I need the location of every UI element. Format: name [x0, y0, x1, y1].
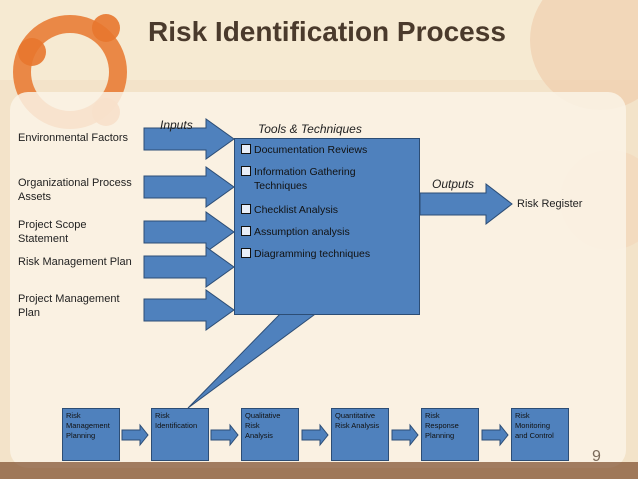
chain-arrow: [481, 423, 509, 447]
inputs-header: Inputs: [160, 118, 193, 132]
process-step: Quantitative Risk Analysis: [331, 408, 389, 461]
tool-item: Assumption analysis: [241, 225, 350, 239]
checkbox-bullet-icon: [241, 226, 251, 236]
page-number: 9: [592, 448, 601, 465]
chain-arrow: [121, 423, 149, 447]
output-label: Risk Register: [517, 198, 583, 210]
checkbox-bullet-icon: [241, 144, 251, 154]
input-label: Environmental Factors: [18, 132, 129, 144]
chain-arrow: [301, 423, 329, 447]
tools-box: Documentation Reviews Information Gather…: [234, 138, 420, 315]
process-step: Risk Response Planning: [421, 408, 479, 461]
input-arrow: [143, 289, 235, 331]
checkbox-bullet-icon: [241, 204, 251, 214]
input-arrow: [143, 118, 235, 160]
checkbox-bullet-icon: [241, 248, 251, 258]
checkbox-bullet-icon: [241, 166, 251, 176]
output-arrow: [419, 182, 513, 226]
chain-arrow: [210, 423, 239, 447]
slide-title: Risk Identification Process: [148, 16, 506, 47]
process-step: Risk Management Planning: [62, 408, 120, 461]
process-step: Risk Monitoring and Control: [511, 408, 569, 461]
tools-header: Tools & Techniques: [258, 122, 362, 136]
tool-item: Information Gathering Techniques: [241, 165, 356, 193]
input-label: Risk Management Plan: [18, 256, 132, 268]
tool-item: Documentation Reviews: [241, 143, 367, 157]
input-arrow: [143, 166, 235, 208]
input-arrow: [143, 246, 235, 288]
chain-arrow: [391, 423, 419, 447]
process-step: Risk Identification: [151, 408, 209, 461]
outputs-header: Outputs: [432, 177, 475, 191]
input-label: Project Scope Statement: [18, 219, 87, 245]
input-label: Organizational Process Assets: [18, 177, 132, 203]
input-label: Project Management Plan: [18, 293, 120, 319]
tool-item: Diagramming techniques: [241, 247, 370, 261]
process-step: Qualitative Risk Analysis: [241, 408, 299, 461]
input-arrow: [143, 211, 235, 253]
tool-item: Checklist Analysis: [241, 203, 338, 217]
